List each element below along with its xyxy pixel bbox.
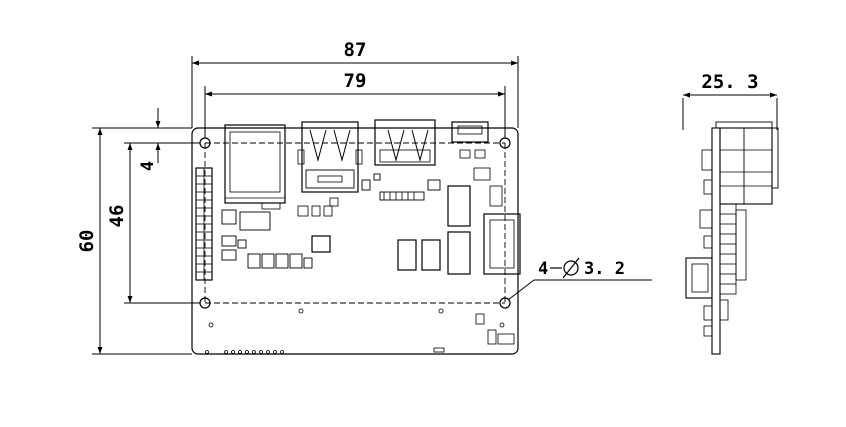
- dim-label-60: 60: [76, 230, 98, 253]
- side-connector: [483, 213, 521, 275]
- ic-small: [311, 235, 331, 253]
- hole-diameter-label: 3. 2: [584, 259, 625, 279]
- micro-usb-port: [451, 121, 489, 143]
- hole-count-label: 4: [538, 259, 548, 279]
- usb-port-right: [374, 119, 436, 166]
- board-top-view: [191, 119, 521, 355]
- dim-label-87: 87: [344, 39, 367, 61]
- dim-label-79: 79: [344, 70, 367, 92]
- side-bottom-connector: [685, 257, 713, 299]
- dimension-lines: [92, 56, 652, 355]
- board-outline: [191, 127, 519, 355]
- hole-callout: 4 3. 2: [538, 257, 625, 279]
- hole-leader: [507, 279, 535, 301]
- hole-centerlines: [204, 142, 506, 304]
- passive-row: [221, 235, 313, 269]
- side-pcb-edge: [711, 127, 721, 355]
- dim-label-25-3: 25. 3: [701, 71, 758, 93]
- diameter-symbol-icon: [563, 260, 579, 276]
- side-gpio-pins: [719, 203, 747, 295]
- usb-stack-left: [301, 121, 359, 193]
- inductor-left: [397, 239, 417, 271]
- side-usb-stack: [719, 127, 773, 205]
- main-chip: [447, 185, 471, 227]
- gpio-pins: [196, 168, 212, 280]
- inductor-right: [421, 239, 441, 271]
- memory-chip: [447, 231, 471, 275]
- bottom-test-pads: [205, 350, 284, 354]
- board-side-view: [682, 92, 779, 355]
- dim-label-46: 46: [106, 205, 128, 228]
- dim-label-4: 4: [138, 161, 158, 171]
- ethernet-jack: [224, 124, 286, 204]
